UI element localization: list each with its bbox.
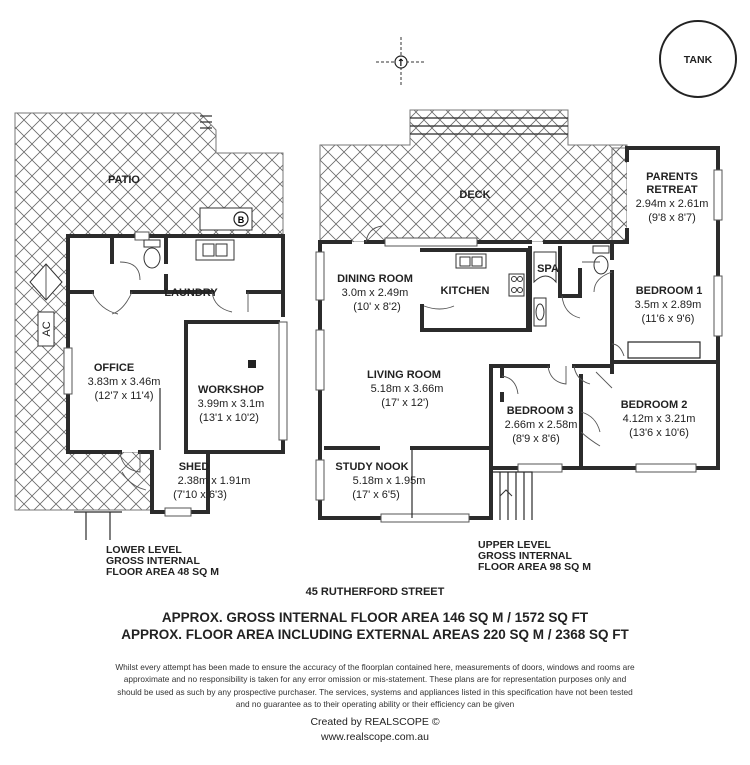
shed-imperial: (7'10 x 6'3) [173,489,227,501]
upper-level-area: FLOOR AREA 98 SQ M [478,561,591,573]
created-by: Created by REALSCOPE © [310,716,440,728]
parents-balcony [611,147,628,243]
upper-level-gia-label: GROSS INTERNAL [478,550,573,562]
bedroom-3-imperial: (8'9 x 8'6) [512,433,560,445]
office-imperial: (12'7 x 11'4) [94,390,153,402]
upper-level: DECK [315,109,723,573]
living-room-name: LIVING ROOM [367,369,441,381]
shed-name: SHED [179,461,210,473]
entry-steps [491,471,533,520]
barbecue-label: B [238,215,245,225]
parents-retreat-name-2: RETREAT [646,184,697,196]
dining-room-name: DINING ROOM [337,273,413,285]
parents-retreat-metric: 2.94m x 2.61m [636,198,709,210]
workshop-metric: 3.99m x 3.1m [198,398,265,410]
bedroom-2-name: BEDROOM 2 [621,399,688,411]
office-metric: 3.83m x 3.46m [88,376,161,388]
study-nook-metric: 5.18m x 1.95m [353,475,426,487]
tank: TANK [659,20,737,98]
living-room-imperial: (17' x 12') [381,397,429,409]
disclaimer-text: Whilst every attempt has been made to en… [115,662,635,710]
kitchen-label: KITCHEN [441,285,490,297]
patio-label: PATIO [108,174,140,186]
office-name: OFFICE [94,362,134,374]
ac-unit: AC [29,263,63,347]
study-nook-imperial: (17' x 6'5) [352,489,400,501]
shed-metric: 2.38m x 1.91m [178,475,251,487]
lower-level: AC B PATIO [14,112,288,578]
parents-retreat-imperial: (9'8 x 8'7) [648,212,696,224]
patio-steps [200,115,212,129]
lower-level-title: LOWER LEVEL [106,544,182,556]
bedroom-1-name: BEDROOM 1 [636,285,703,297]
bedroom-3-metric: 2.66m x 2.58m [505,419,578,431]
compass-icon: ↑ [376,37,426,87]
deck-area [319,109,628,243]
bedroom-3-name: BEDROOM 3 [507,405,574,417]
dining-room-metric: 3.0m x 2.49m [342,287,409,299]
study-nook-name: STUDY NOOK [335,461,408,473]
spa-label: SPA [537,263,559,275]
living-room-metric: 5.18m x 3.66m [371,383,444,395]
deck-label: DECK [459,189,490,201]
barbecue: B [199,207,253,231]
workshop-name: WORKSHOP [198,384,264,396]
property-address: 45 RUTHERFORD STREET [305,586,445,598]
upper-level-title: UPPER LEVEL [478,539,552,551]
deck-steps [410,117,568,135]
ac-label: AC [41,321,53,336]
lower-level-gia-label: GROSS INTERNAL [106,555,201,567]
bedroom-1-imperial: (11'6 x 9'6) [642,313,695,325]
tank-label: TANK [684,54,713,66]
dining-room-imperial: (10' x 8'2) [353,301,401,313]
laundry-fixtures [119,239,235,281]
gross-internal-area: APPROX. GROSS INTERNAL FLOOR AREA 146 SQ… [161,610,589,625]
bedroom-2-imperial: (13'6 x 10'6) [629,427,689,439]
external-area: APPROX. FLOOR AREA INCLUDING EXTERNAL AR… [121,627,629,642]
workshop-imperial: (13'1 x 10'2) [199,412,259,424]
bedroom-2-metric: 4.12m x 3.21m [623,413,696,425]
parents-retreat-name-1: PARENTS [646,171,698,183]
bedroom-1-metric: 3.5m x 2.89m [635,299,702,311]
kitchen-fixtures [423,253,525,310]
website-link[interactable]: www.realscope.com.au [321,731,429,743]
workshop-marker [248,360,256,368]
lower-level-area: FLOOR AREA 48 SQ M [106,566,219,578]
laundry-label: LAUNDRY [164,287,218,299]
spa-fixtures [533,245,610,327]
north-arrow-icon: ↑ [397,58,405,69]
